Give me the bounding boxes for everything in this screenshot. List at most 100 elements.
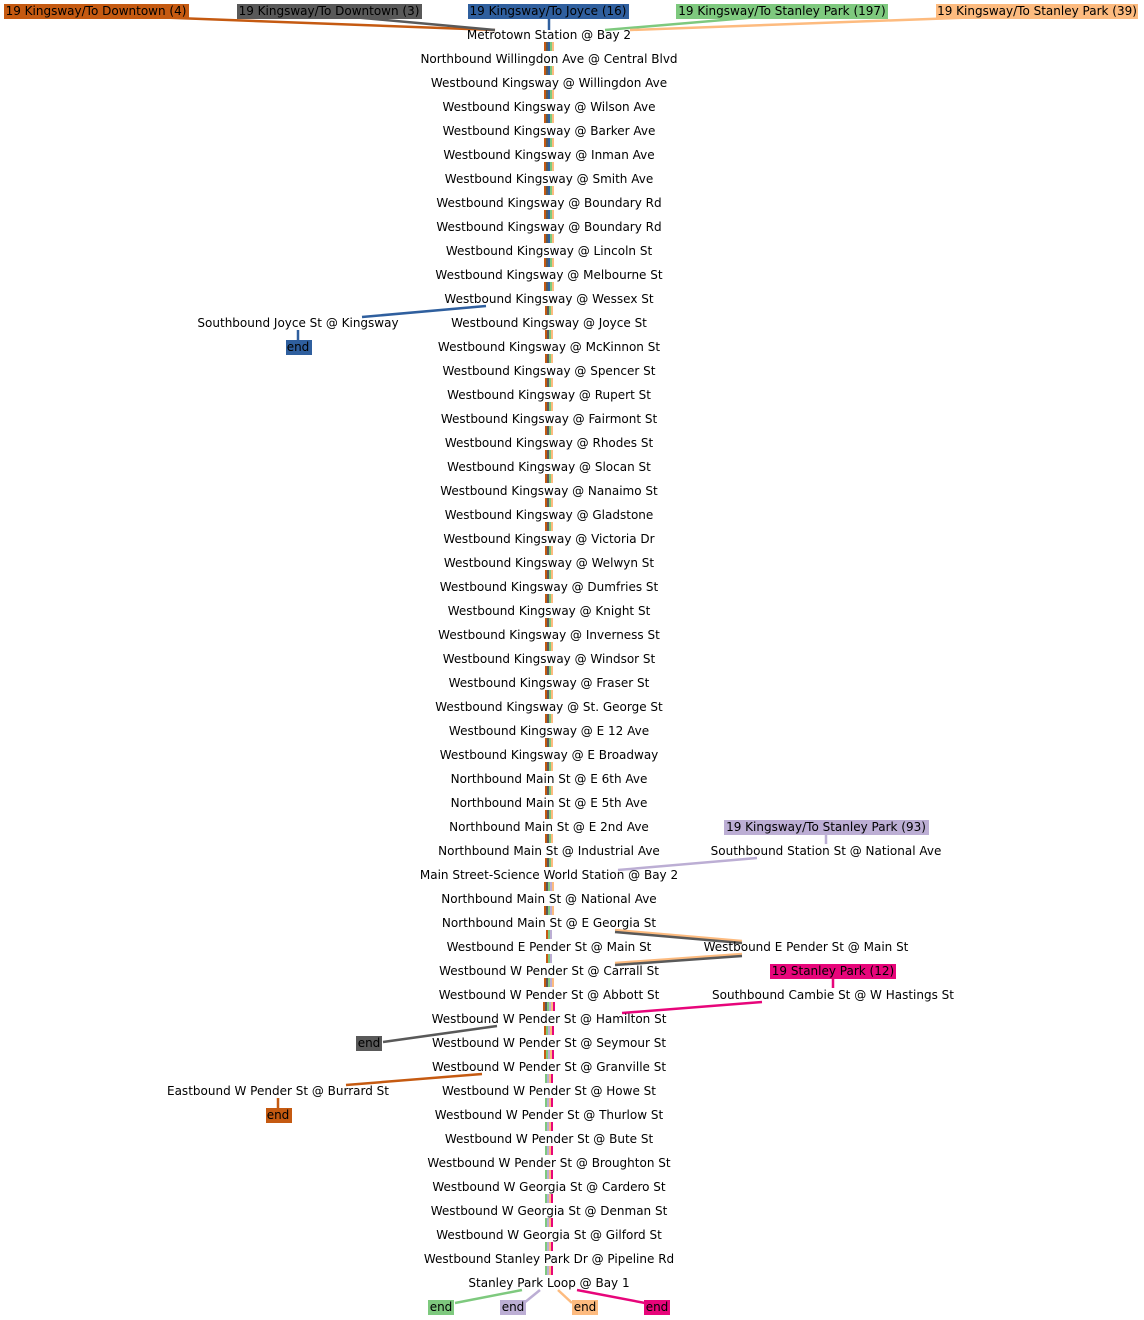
trunk-segment	[548, 1026, 550, 1035]
trunk-segment	[551, 354, 553, 363]
stop-label: Westbound W Pender St @ Hamilton St	[432, 1012, 667, 1026]
side-stop-burrard: Eastbound W Pender St @ Burrard St	[167, 1084, 389, 1098]
trunk-segment	[549, 1242, 551, 1251]
stop-label: Westbound Kingsway @ Joyce St	[451, 316, 647, 330]
side-stop-cambie: Southbound Cambie St @ W Hastings St	[712, 988, 954, 1002]
trunk-segment	[545, 858, 547, 867]
trunk-segment	[547, 1098, 549, 1107]
trunk-segment	[551, 498, 553, 507]
trunk-segment	[545, 618, 547, 627]
stop-label: Westbound Kingsway @ Victoria Dr	[443, 532, 654, 546]
trunk-segment	[552, 1050, 554, 1059]
trunk-segment	[544, 138, 546, 147]
route-4-branch-burrard	[345, 1072, 483, 1087]
stop-label: Stanley Park Loop @ Bay 1	[468, 1276, 629, 1290]
trunk-segment	[549, 546, 551, 555]
end-markers: end end end end end end end	[266, 340, 670, 1315]
trunk-segment	[550, 114, 552, 123]
trunk-segment	[550, 978, 552, 987]
stop-label: Westbound W Georgia St @ Gilford St	[436, 1228, 662, 1242]
stop-label: Westbound W Pender St @ Broughton St	[427, 1156, 670, 1170]
trunk-segment	[548, 210, 550, 219]
route-197-label: 19 Kingsway/To Stanley Park (197)	[678, 4, 885, 18]
end-marker-93: end	[502, 1300, 525, 1314]
trunk-segment	[547, 594, 549, 603]
trunk-segment	[547, 546, 549, 555]
trunk-segment	[544, 162, 546, 171]
trunk-segment	[549, 738, 551, 747]
trunk-segment	[548, 42, 550, 51]
side-stops: Southbound Joyce St @ Kingsway Southboun…	[167, 316, 954, 1098]
trunk-segment	[552, 882, 554, 891]
trunk-segment	[548, 138, 550, 147]
stop-label: Westbound Kingsway @ St. George St	[435, 700, 663, 714]
trunk-segment	[545, 1074, 547, 1083]
trunk-segment	[543, 1002, 545, 1011]
trunk-segment	[550, 258, 552, 267]
trunk-segment	[550, 90, 552, 99]
trunk-segment	[544, 1050, 546, 1059]
trunk-segment	[551, 1122, 553, 1131]
trunk-segment	[545, 1002, 547, 1011]
trunk-segment	[547, 306, 549, 315]
end-marker-39-box	[572, 1300, 598, 1315]
trunk-segment	[551, 474, 553, 483]
trunk-segment	[549, 1194, 551, 1203]
trunk-segment	[549, 1146, 551, 1155]
stop-label: Main Street-Science World Station @ Bay …	[420, 868, 678, 882]
trunk-segment	[546, 258, 548, 267]
trunk-segment	[551, 618, 553, 627]
trunk-segment	[544, 882, 546, 891]
end-marker-route3-box	[356, 1036, 382, 1051]
trunk-segment	[551, 714, 553, 723]
trunk-segment	[551, 1146, 553, 1155]
trunk-segment	[550, 930, 552, 939]
trunk-segment	[547, 474, 549, 483]
trunk-segment	[547, 618, 549, 627]
trunk-segment	[551, 594, 553, 603]
trunk-segment	[551, 1194, 553, 1203]
trunk-segment	[547, 570, 549, 579]
trunk-segment	[550, 138, 552, 147]
trunk-segment	[546, 234, 548, 243]
stop-label: Westbound W Georgia St @ Cardero St	[432, 1180, 665, 1194]
trunk-segment	[551, 834, 553, 843]
end-marker-burrard-box	[266, 1108, 292, 1123]
trunk-segment	[551, 306, 553, 315]
trunk-segment	[552, 90, 554, 99]
trunk-segment	[552, 66, 554, 75]
stop-label: Westbound W Pender St @ Granville St	[432, 1060, 666, 1074]
trunk-segment	[544, 42, 546, 51]
stop-label: Westbound Kingsway @ Lincoln St	[446, 244, 653, 258]
trunk-segment	[548, 186, 550, 195]
trunk-segment	[551, 330, 553, 339]
trunk-segment	[548, 66, 550, 75]
trunk-segment	[550, 210, 552, 219]
side-stop-epender: Westbound E Pender St @ Main St	[704, 940, 909, 954]
trunk-segment	[547, 1074, 549, 1083]
stop-label: Westbound Kingsway @ Spencer St	[443, 364, 656, 378]
route-93-join-line	[617, 856, 758, 872]
trunk-segment	[550, 66, 552, 75]
route-3-epender-back	[614, 954, 743, 967]
trunk-segment	[547, 1266, 549, 1275]
stop-label: Metrotown Station @ Bay 2	[467, 28, 631, 42]
stop-label: Westbound W Pender St @ Thurlow St	[435, 1108, 664, 1122]
trunk-segment	[552, 234, 554, 243]
trunk-segment	[552, 1026, 554, 1035]
trunk-segment	[545, 1194, 547, 1203]
trunk-segment	[547, 450, 549, 459]
stop-label: Westbound W Pender St @ Seymour St	[432, 1036, 666, 1050]
trunk-segment	[545, 738, 547, 747]
stop-label: Westbound Kingsway @ Fraser St	[449, 676, 650, 690]
trunk-segment	[552, 138, 554, 147]
trunk-segment	[551, 426, 553, 435]
route-39-epender-out	[614, 928, 743, 943]
stop-label: Westbound Kingsway @ E 12 Ave	[449, 724, 649, 738]
trunk-segment	[550, 186, 552, 195]
trunk-segment	[545, 666, 547, 675]
trunk-segment	[547, 378, 549, 387]
stop-label: Westbound Stanley Park Dr @ Pipeline Rd	[424, 1252, 674, 1266]
end-marker-197-box	[428, 1300, 454, 1315]
